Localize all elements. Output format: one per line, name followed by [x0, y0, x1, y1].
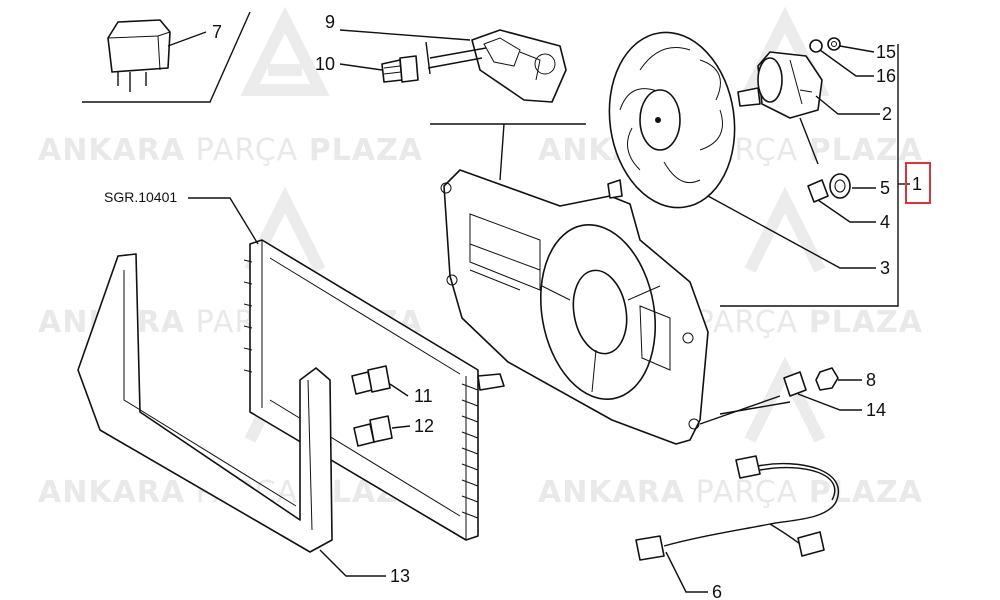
- leader-9b: [427, 47, 487, 69]
- shroud-leader: [430, 123, 586, 181]
- leader-4: [817, 199, 876, 223]
- leader-12: [391, 425, 411, 429]
- part-fan-motor[interactable]: 2: [737, 51, 892, 165]
- leader-9: [339, 29, 471, 41]
- leader-6: [665, 551, 708, 593]
- part-wiring-harness[interactable]: 6: [635, 455, 839, 600]
- leader-10: [339, 63, 383, 71]
- callout-12: 12: [414, 416, 434, 436]
- callout-7: 7: [212, 22, 222, 42]
- callout-6: 6: [712, 582, 722, 600]
- callout-4: 4: [880, 212, 890, 232]
- watermark-text-row-1: ANKARA PARÇA PLAZA ANKARA PARÇA PLAZA: [38, 133, 922, 168]
- part-bolt-10[interactable]: 10: [315, 54, 419, 83]
- part-spacer-14[interactable]: 14: [783, 371, 886, 420]
- callout-5: 5: [880, 178, 890, 198]
- leader-16: [819, 49, 874, 77]
- callout-11: 11: [414, 386, 433, 406]
- callout-3: 3: [880, 258, 890, 278]
- part-bolt-12[interactable]: 12: [353, 415, 434, 447]
- radiator-fins: [243, 259, 479, 519]
- leader-ref: [188, 197, 259, 245]
- callout-13: 13: [390, 566, 410, 586]
- part-bolt-11[interactable]: 11: [351, 365, 433, 406]
- callout-1: 1: [912, 174, 922, 194]
- callout-10: 10: [315, 54, 335, 74]
- svg-text:ANKARA PARÇA PLAZA: ANKARA PARÇA PLAZA: [38, 133, 423, 168]
- part-fan[interactable]: 3: [598, 24, 890, 278]
- leader-2: [815, 95, 880, 115]
- leader-7: [167, 31, 207, 47]
- callout-8: 8: [866, 370, 876, 390]
- part-relay[interactable]: 7: [82, 11, 251, 103]
- leader-3: [707, 195, 876, 269]
- part-fan-shroud[interactable]: [430, 123, 791, 445]
- part-nut-16[interactable]: 16: [809, 39, 896, 86]
- callout-16: 16: [876, 66, 896, 86]
- motor-shaft-line: [799, 117, 819, 165]
- highlight-box: [905, 162, 931, 204]
- callout-9: 9: [325, 12, 335, 32]
- group-bracket-1: [720, 44, 910, 307]
- relay-frame-line: [82, 11, 251, 103]
- leader-14: [797, 393, 862, 411]
- callout-15: 15: [876, 42, 896, 62]
- leader-15: [839, 45, 875, 53]
- part-nut-8[interactable]: 8: [815, 367, 876, 391]
- part-spacer-4[interactable]: 4: [807, 179, 890, 232]
- part-grommet-5[interactable]: 5: [829, 173, 890, 199]
- part-nut-15[interactable]: 15: [827, 37, 896, 62]
- callout-14: 14: [866, 400, 886, 420]
- callout-2: 2: [882, 104, 892, 124]
- watermark-text-row-3: ANKARA PARÇA PLAZA ANKARA PARÇA PLAZA: [38, 475, 923, 510]
- callout-1-highlight[interactable]: 1: [905, 162, 931, 204]
- leader-13: [319, 549, 386, 577]
- part-resistor-9[interactable]: 9: [325, 12, 567, 103]
- part-side-deflector[interactable]: 13: [77, 253, 410, 586]
- leader-11: [389, 383, 409, 397]
- watermark-brand-bold: ANKARA: [38, 133, 185, 168]
- reference-code: SGR.10401: [104, 189, 177, 205]
- svg-text:ANKARA PARÇA PLAZA: ANKARA PARÇA PLAZA: [538, 475, 923, 510]
